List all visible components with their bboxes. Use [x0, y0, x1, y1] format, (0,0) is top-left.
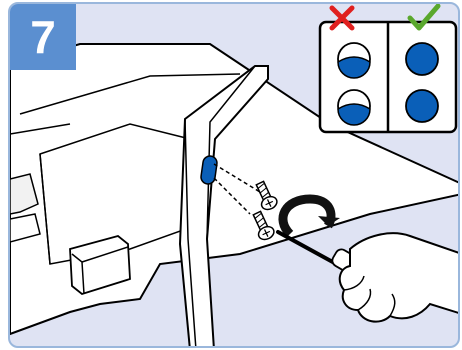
step-number-badge: 7 [10, 4, 76, 70]
assembly-illustration [10, 4, 460, 348]
wrong-hole-bottom [338, 90, 370, 125]
right-hole-bottom [406, 90, 438, 122]
wrong-hole-top [338, 43, 370, 78]
illustration-panel: 7 [8, 2, 460, 348]
right-hole-top [406, 43, 438, 75]
screwdriver [278, 232, 340, 266]
comparison-inset [320, 22, 456, 132]
hand [340, 233, 460, 321]
